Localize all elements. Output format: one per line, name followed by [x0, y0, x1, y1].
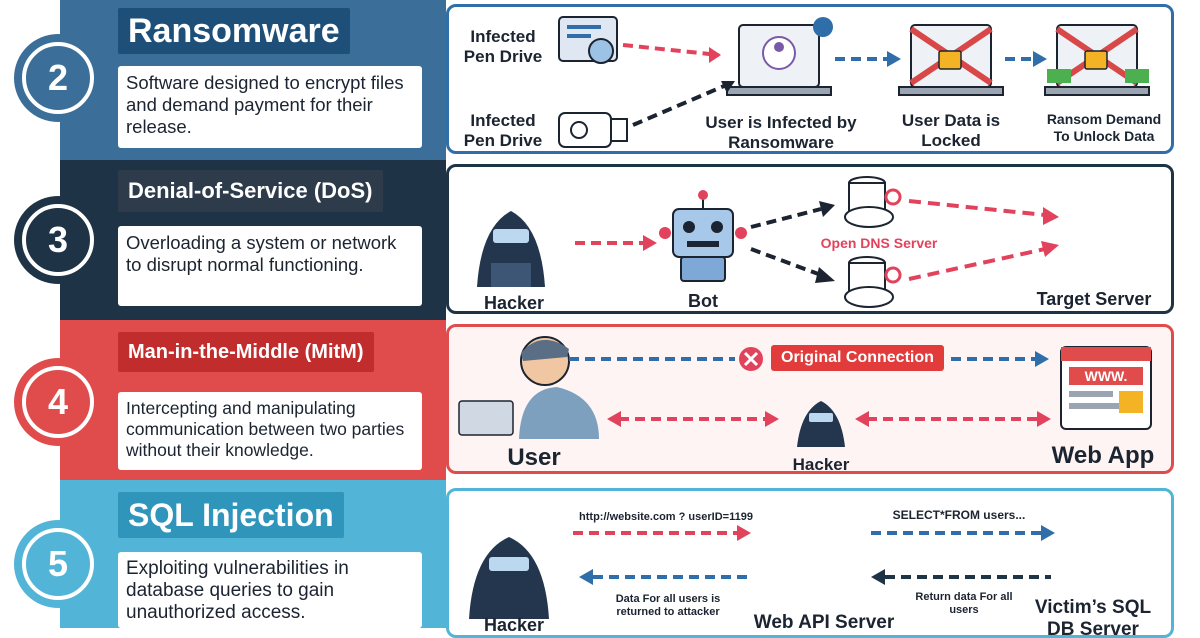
label-mitm-user: User [507, 444, 561, 471]
ransomware-description: Software designed to encrypt files and d… [118, 66, 422, 148]
sql-title: SQL Injection [118, 492, 344, 538]
section-mitm: 4 Man-in-the-Middle (MitM) Intercepting … [0, 320, 1200, 480]
sql-hacker-icon [469, 537, 549, 619]
label-return-data: Return data For all users [915, 591, 1013, 616]
ransomware-panel: Infected Pen Drive Infected Pen Drive Us… [446, 4, 1174, 154]
id-card-icon [558, 16, 618, 64]
ransomware-title: Ransomware [118, 8, 350, 54]
dns-server-bottom-icon [844, 256, 902, 308]
label-infected-pen-drive-1: Infected Pen Drive [463, 27, 543, 66]
web-app-icon [1060, 346, 1152, 430]
dns-server-top-icon [844, 176, 902, 228]
laptop-locked-icon [898, 24, 1004, 96]
www-text: WWW. [1084, 368, 1128, 384]
dos-diagram [477, 176, 1059, 308]
mitm-title: Man-in-the-Middle (MitM) [118, 332, 374, 372]
sql-panel: http://website.com ? userID=1199 SELECT*… [446, 488, 1174, 638]
original-connection-tag: Original Connection [771, 345, 944, 371]
dos-panel: Hacker Bot Open DNS Server Target Server [446, 164, 1174, 314]
section-ransomware: 2 Ransomware Software designed to encryp… [0, 0, 1200, 160]
label-sql-hacker: Hacker [483, 615, 545, 635]
label-data-all: Data For all users is returned to attack… [615, 593, 721, 618]
step-number-2: 2 [22, 42, 94, 114]
bot-icon [659, 190, 747, 282]
label-bot: Bot [688, 291, 718, 311]
label-user-data-locked: User Data is Locked [901, 111, 1001, 150]
dos-title: Denial-of-Service (DoS) [118, 170, 383, 212]
laptop-user-icon [726, 17, 833, 96]
mitm-description: Intercepting and manipulating communicat… [118, 392, 422, 470]
label-web-app: Web App [1051, 442, 1155, 469]
mitm-diagram [458, 336, 1152, 447]
mitm-panel: Original Connection WWW. User Hacker Web… [446, 324, 1174, 474]
usb-skull-icon [558, 112, 628, 148]
step-number-4: 4 [22, 366, 94, 438]
hacker-icon [477, 211, 545, 287]
label-infected-pen-drive-2: Infected Pen Drive [463, 111, 543, 150]
label-url: http://website.com ? userID=1199 [579, 511, 753, 523]
step-number-5: 5 [22, 528, 94, 600]
sql-diagram [469, 525, 1055, 619]
label-ransom-demand: Ransom Demand To Unlock Data [1046, 111, 1162, 144]
section-sql: 5 SQL Injection Exploiting vulnerabiliti… [0, 480, 1200, 638]
mitm-hacker-icon [797, 401, 845, 447]
step-number-3: 3 [22, 204, 94, 276]
label-select: SELECT*FROM users... [892, 508, 1026, 522]
ransomware-diagram [558, 16, 1150, 148]
label-web-api-server: Web API Server [753, 612, 895, 633]
section-dos: 3 Denial-of-Service (DoS) Overloading a … [0, 160, 1200, 320]
dos-description: Overloading a system or network to disru… [118, 226, 422, 306]
label-victim-db: Victim’s SQL DB Server [1034, 597, 1152, 638]
user-icon [458, 336, 599, 439]
label-mitm-hacker: Hacker [792, 455, 850, 474]
sql-description: Exploiting vulnerabilities in database q… [118, 552, 422, 628]
label-user-infected: User is Infected by Ransomware [705, 113, 857, 152]
label-open-dns: Open DNS Server [820, 235, 938, 251]
label-dos-hacker: Hacker [483, 293, 545, 313]
label-target-server: Target Server [1036, 289, 1152, 309]
laptop-ransom-icon [1044, 24, 1150, 96]
